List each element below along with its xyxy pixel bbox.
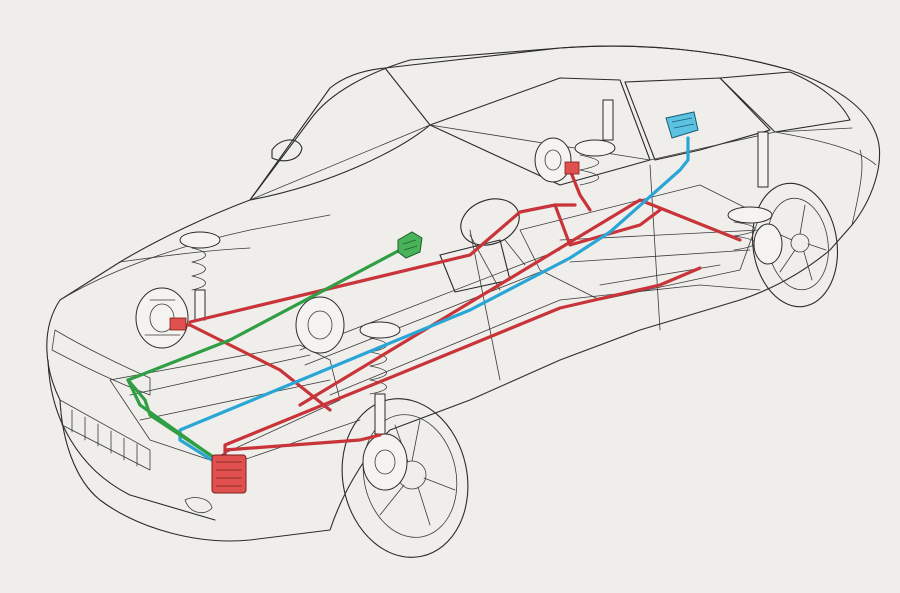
chassis [109, 184, 761, 469]
wire-red-1 [223, 266, 702, 460]
hood-line [59, 214, 331, 301]
side-window-rear [624, 77, 771, 161]
rear-window [719, 71, 851, 133]
car-body [46, 45, 881, 542]
front-crossmember [129, 354, 361, 469]
wire-green-branch [126, 378, 212, 457]
front-left-strut [179, 231, 221, 321]
front-bumper [47, 359, 216, 521]
rear-left-sensor [564, 161, 580, 175]
front-wheel [341, 398, 469, 558]
grille [59, 399, 151, 471]
wire-red-6 [553, 203, 662, 247]
driveshaft-tunnel [299, 249, 566, 366]
headlight [51, 329, 151, 396]
front-module [211, 454, 247, 494]
windshield [249, 67, 431, 201]
sill-line [469, 299, 741, 401]
rear-right-strut [727, 131, 773, 251]
side-window-front [429, 77, 651, 186]
door-line-front [469, 229, 501, 381]
body-silhouette [46, 45, 881, 542]
rear-left-brake [534, 137, 572, 183]
wire-red-4 [298, 198, 742, 407]
wire-red-7 [568, 168, 592, 212]
door-line-rear [649, 164, 661, 331]
grille-bars [71, 409, 138, 467]
front-right-strut [359, 321, 401, 435]
wire-red-2 [223, 433, 382, 452]
front-fascia [47, 329, 216, 521]
rear-right-brake [753, 223, 783, 265]
wire-red-5 [188, 203, 577, 324]
trunk-module [665, 111, 699, 139]
front-right-brake [362, 433, 408, 491]
trunk-lid [774, 131, 877, 226]
brake-booster [295, 296, 345, 354]
side-mirror [271, 139, 303, 162]
hood-crease [119, 247, 251, 263]
beltline [249, 124, 853, 201]
rear-left-strut [574, 99, 616, 186]
wiring-harness [126, 136, 742, 464]
front-left-sensor [169, 317, 187, 331]
roof-edge [384, 45, 791, 71]
cabin-module [397, 231, 423, 259]
rear-subframe [519, 184, 761, 301]
fog-lamp [184, 497, 213, 514]
front-subframe [109, 344, 341, 461]
